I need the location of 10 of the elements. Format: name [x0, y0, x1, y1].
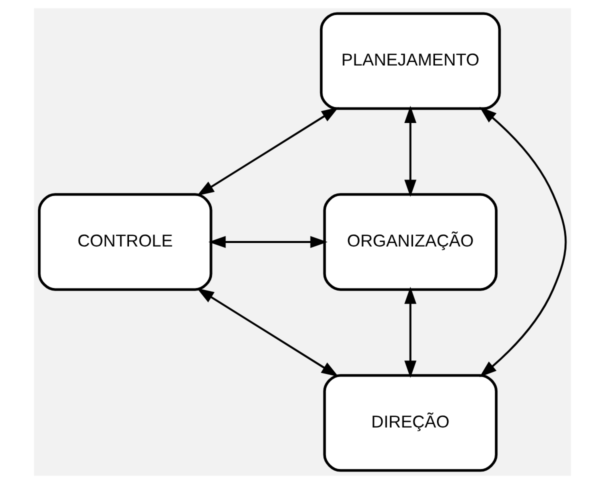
arrow: [479, 106, 567, 378]
node-box: PLANEJAMENTO: [320, 12, 501, 110]
node-box: CONTROLE: [38, 193, 212, 291]
node-box: ORGANIZAÇÃO: [323, 193, 498, 291]
arrow: [208, 236, 328, 248]
arrow: [196, 288, 339, 377]
arrow: [196, 107, 339, 196]
arrow: [404, 286, 416, 378]
arrow: [404, 106, 416, 197]
node-box: DIREÇÃO: [323, 374, 498, 472]
